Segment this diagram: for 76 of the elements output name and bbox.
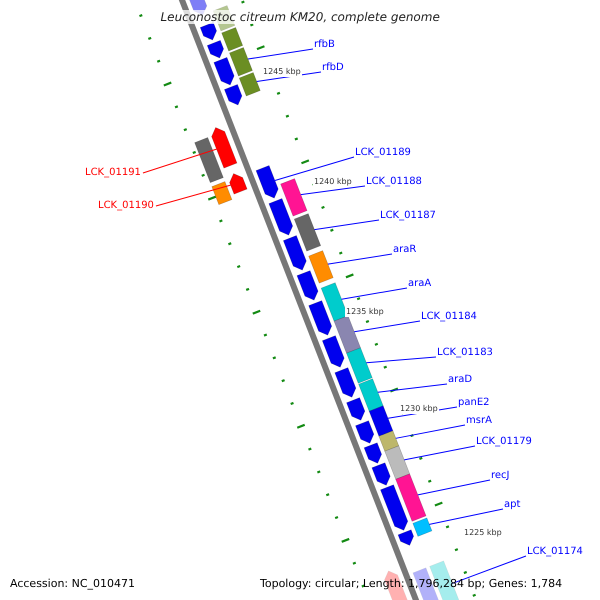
footer-text: Accession: NC_010471 [10, 577, 136, 591]
gene-bar [280, 178, 308, 216]
gene-label: LCK_01183 [437, 346, 493, 360]
gene-label: LCK_01189 [355, 146, 411, 160]
gene-bar [294, 213, 322, 252]
gene-bar [372, 462, 391, 486]
gene-bar [364, 442, 382, 464]
gene-label: panE2 [458, 396, 490, 410]
gene-bar [358, 378, 384, 412]
gene-label: apt [504, 498, 520, 512]
gene-bar [229, 173, 248, 195]
gene-bar [308, 300, 332, 336]
gene-bar [346, 397, 366, 421]
gene-label: msrA [466, 414, 492, 428]
leader-line [428, 508, 504, 525]
tick-label: 1240 kbp [313, 177, 353, 187]
leader-line [404, 446, 476, 460]
leader-line [327, 254, 392, 265]
gene-bar [194, 137, 224, 184]
tick-label: 1230 kbp [399, 404, 439, 414]
leader-line [274, 156, 354, 181]
footer-text: Topology: circular; Length: 1,796,284 bp; Genes: 1,784 [260, 577, 562, 591]
gene-bar [206, 40, 224, 58]
gene-bar [211, 181, 232, 206]
gene-label: rfbB [314, 38, 335, 52]
tick-label: 1235 kbp [345, 307, 385, 317]
gene-bar [322, 335, 344, 368]
gene-label: recJ [491, 469, 510, 483]
tick-label: 1245 kbp [262, 67, 302, 77]
gene-bar [229, 47, 253, 76]
gene-bar [398, 529, 414, 546]
gene-label: araR [393, 243, 416, 257]
leader-line [452, 556, 526, 584]
leader-line [341, 288, 408, 300]
gene-label: LCK_01190 [98, 199, 154, 213]
gene-label: LCK_01187 [380, 209, 436, 223]
leader-line [247, 48, 314, 60]
gene-label: LCK_01184 [421, 310, 477, 324]
leader-line [354, 320, 420, 332]
gene-bar [238, 72, 261, 96]
gene-bar [268, 198, 293, 236]
leader-line [377, 384, 448, 393]
gene-label: LCK_01179 [476, 435, 532, 449]
leader-line [142, 148, 218, 174]
leader-line [395, 424, 466, 439]
gene-label: araD [448, 373, 472, 387]
gene-bar [368, 405, 394, 437]
gene-label: rfbD [322, 61, 344, 75]
gene-bar [334, 367, 356, 398]
gene-bar [384, 445, 410, 480]
gene-label: araA [408, 277, 432, 291]
gene-label: LCK_01191 [85, 166, 141, 180]
tick-label: 1225 kbp [463, 528, 503, 538]
gene-bar [334, 315, 361, 354]
gene-bar [224, 84, 242, 106]
gene-bar [296, 270, 318, 301]
gene-label: LCK_01188 [366, 175, 422, 189]
leader-line [300, 186, 366, 196]
leader-line [366, 356, 436, 364]
gene-label: LCK_01174 [527, 545, 583, 559]
gene-bar [346, 347, 373, 384]
gene-bar [355, 420, 374, 444]
gene-bar [308, 250, 334, 284]
gene-bar [211, 127, 238, 168]
gene-bar [200, 22, 217, 40]
gene-bar [221, 27, 244, 52]
gene-bar [380, 484, 408, 531]
gene-bar [395, 473, 426, 522]
gene-bar [282, 235, 307, 271]
leader-line [155, 184, 232, 206]
gene-bar [256, 165, 279, 198]
gene-bar [378, 430, 400, 452]
gene-bar [412, 517, 432, 537]
leader-line [314, 220, 380, 230]
leader-line [417, 480, 490, 496]
gene-bar [214, 57, 234, 86]
